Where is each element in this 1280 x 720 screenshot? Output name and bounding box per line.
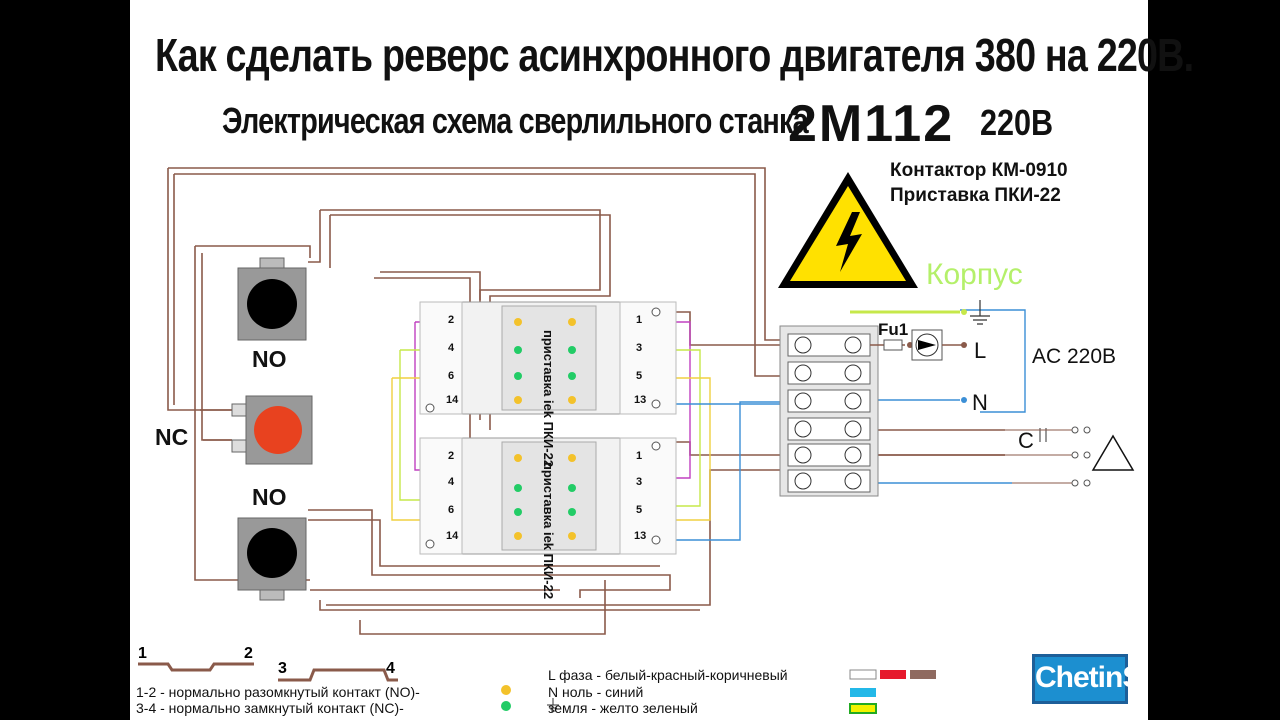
contact-num: 1 (636, 450, 643, 462)
contactor-bottom (419, 437, 677, 555)
model-voltage: 220В (980, 102, 1054, 143)
contact-num: 14 (446, 394, 459, 406)
contact-num: 4 (448, 476, 455, 488)
contact-num: 14 (446, 530, 459, 542)
attachment-label: Приставка ПКИ-22 (890, 185, 1061, 206)
legend-num-2: 2 (244, 645, 253, 662)
contact-dots (514, 318, 576, 540)
capacitor (1005, 428, 1075, 484)
legend-ground-symbol (547, 698, 559, 712)
no-top-label: NO (252, 346, 287, 372)
terminal-screws (425, 307, 661, 549)
terminal-block (779, 325, 879, 497)
fuse-label: Fu1 (878, 320, 909, 339)
page-title: Как сделать реверс асинхронного двигател… (155, 29, 1194, 81)
contactor-label: Контактор КМ-0910 (890, 160, 1068, 181)
phase-label: L (974, 338, 987, 363)
button-no-top (237, 257, 307, 341)
legend-nc-contact: 3-4 - нормально замкнутый контакт (NC)- (136, 700, 404, 716)
motor-switch-contacts (1071, 426, 1091, 487)
warning-triangle (778, 172, 918, 288)
legend-ground: земля - желто зеленый (548, 700, 698, 716)
legend-contact-shapes (138, 662, 511, 711)
contact-num: 6 (448, 504, 455, 516)
contact-num: 5 (636, 504, 643, 516)
contact-num: 2 (448, 450, 455, 462)
contact-num: 3 (636, 342, 643, 354)
contact-num: 3 (636, 476, 643, 488)
supply-label: AC 220B (1032, 345, 1117, 368)
contact-num: 2 (448, 314, 455, 326)
housing-label: Корпус (926, 258, 1023, 291)
button-nc (231, 395, 313, 465)
legend-no-contact: 1-2 - нормально разомкнутый контакт (NO)… (136, 684, 420, 700)
contact-num: 5 (636, 370, 643, 382)
model-number: 2М112 (788, 95, 955, 153)
legend-num-4: 4 (386, 660, 395, 677)
capacitor-label: C (1018, 428, 1034, 453)
legend-color-swatches (849, 669, 936, 714)
chetins-logo: ChetinS (1032, 654, 1142, 704)
contact-num: 4 (448, 342, 455, 354)
module-label-bottom: приставка iek ПКИ-22 (541, 462, 556, 600)
page-subtitle: Электрическая схема сверлильного станка (222, 100, 809, 141)
ground-symbol (970, 300, 990, 325)
neutral-label: N (972, 390, 988, 415)
legend-num-3: 3 (278, 660, 287, 677)
legend-phase: L фаза - белый-красный-коричневый (548, 667, 788, 683)
nc-label: NC (155, 424, 189, 450)
legend-num-1: 1 (138, 645, 147, 662)
legend-neutral: N ноль - синий (548, 684, 644, 700)
module-label-top: приставка iek ПКИ-22 (541, 330, 556, 468)
contact-num: 13 (634, 394, 647, 406)
motor-triangle-symbol (1091, 434, 1135, 471)
neutral-point (961, 309, 967, 403)
contact-num: 6 (448, 370, 455, 382)
button-no-bottom (237, 517, 307, 601)
no-bottom-label: NO (252, 484, 287, 510)
contact-num: 13 (634, 530, 647, 542)
switch (911, 329, 967, 361)
contact-num: 1 (636, 314, 643, 326)
